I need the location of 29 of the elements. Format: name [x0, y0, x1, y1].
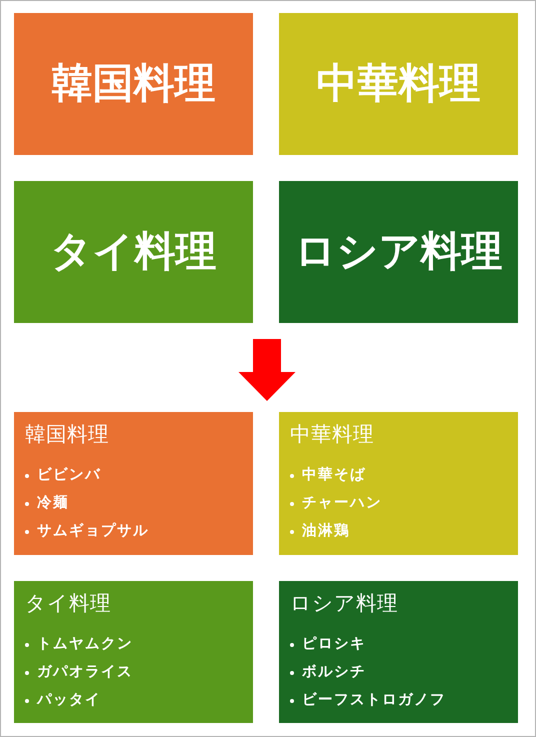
list-item: 中華そば [288, 465, 382, 485]
list-item: ガパオライス [23, 662, 133, 682]
list-item: ピロシキ [288, 634, 446, 654]
list-item: トムヤムクン [23, 634, 133, 654]
card-heading: タイ料理 [25, 590, 111, 617]
menu-card [279, 412, 518, 555]
list-item: パッタイ [23, 690, 133, 710]
card-heading: 韓国料理 [25, 421, 109, 448]
list-item: チャーハン [288, 493, 382, 513]
category-title: 韓国料理 [52, 61, 216, 107]
list-item: ビーフストロガノフ [288, 690, 446, 710]
category-title: タイ料理 [50, 229, 216, 275]
category-box [14, 181, 253, 323]
menu-card [14, 412, 253, 555]
category-title: 中華料理 [316, 61, 480, 107]
category-box [279, 13, 518, 155]
menu-card [279, 581, 518, 723]
list-item: サムギョプサル [23, 521, 149, 541]
list-item: ボルシチ [288, 662, 446, 682]
card-heading: 中華料理 [290, 421, 374, 448]
category-box [14, 13, 253, 155]
category-title: ロシア料理 [294, 229, 502, 275]
card-heading: ロシア料理 [290, 590, 398, 617]
menu-card [14, 581, 253, 723]
list-item: 冷麺 [23, 493, 149, 513]
category-box [279, 181, 518, 323]
block-arrow [238, 339, 296, 401]
list-item: ビビンバ [23, 465, 149, 485]
list-item: 油淋鶏 [288, 521, 382, 541]
